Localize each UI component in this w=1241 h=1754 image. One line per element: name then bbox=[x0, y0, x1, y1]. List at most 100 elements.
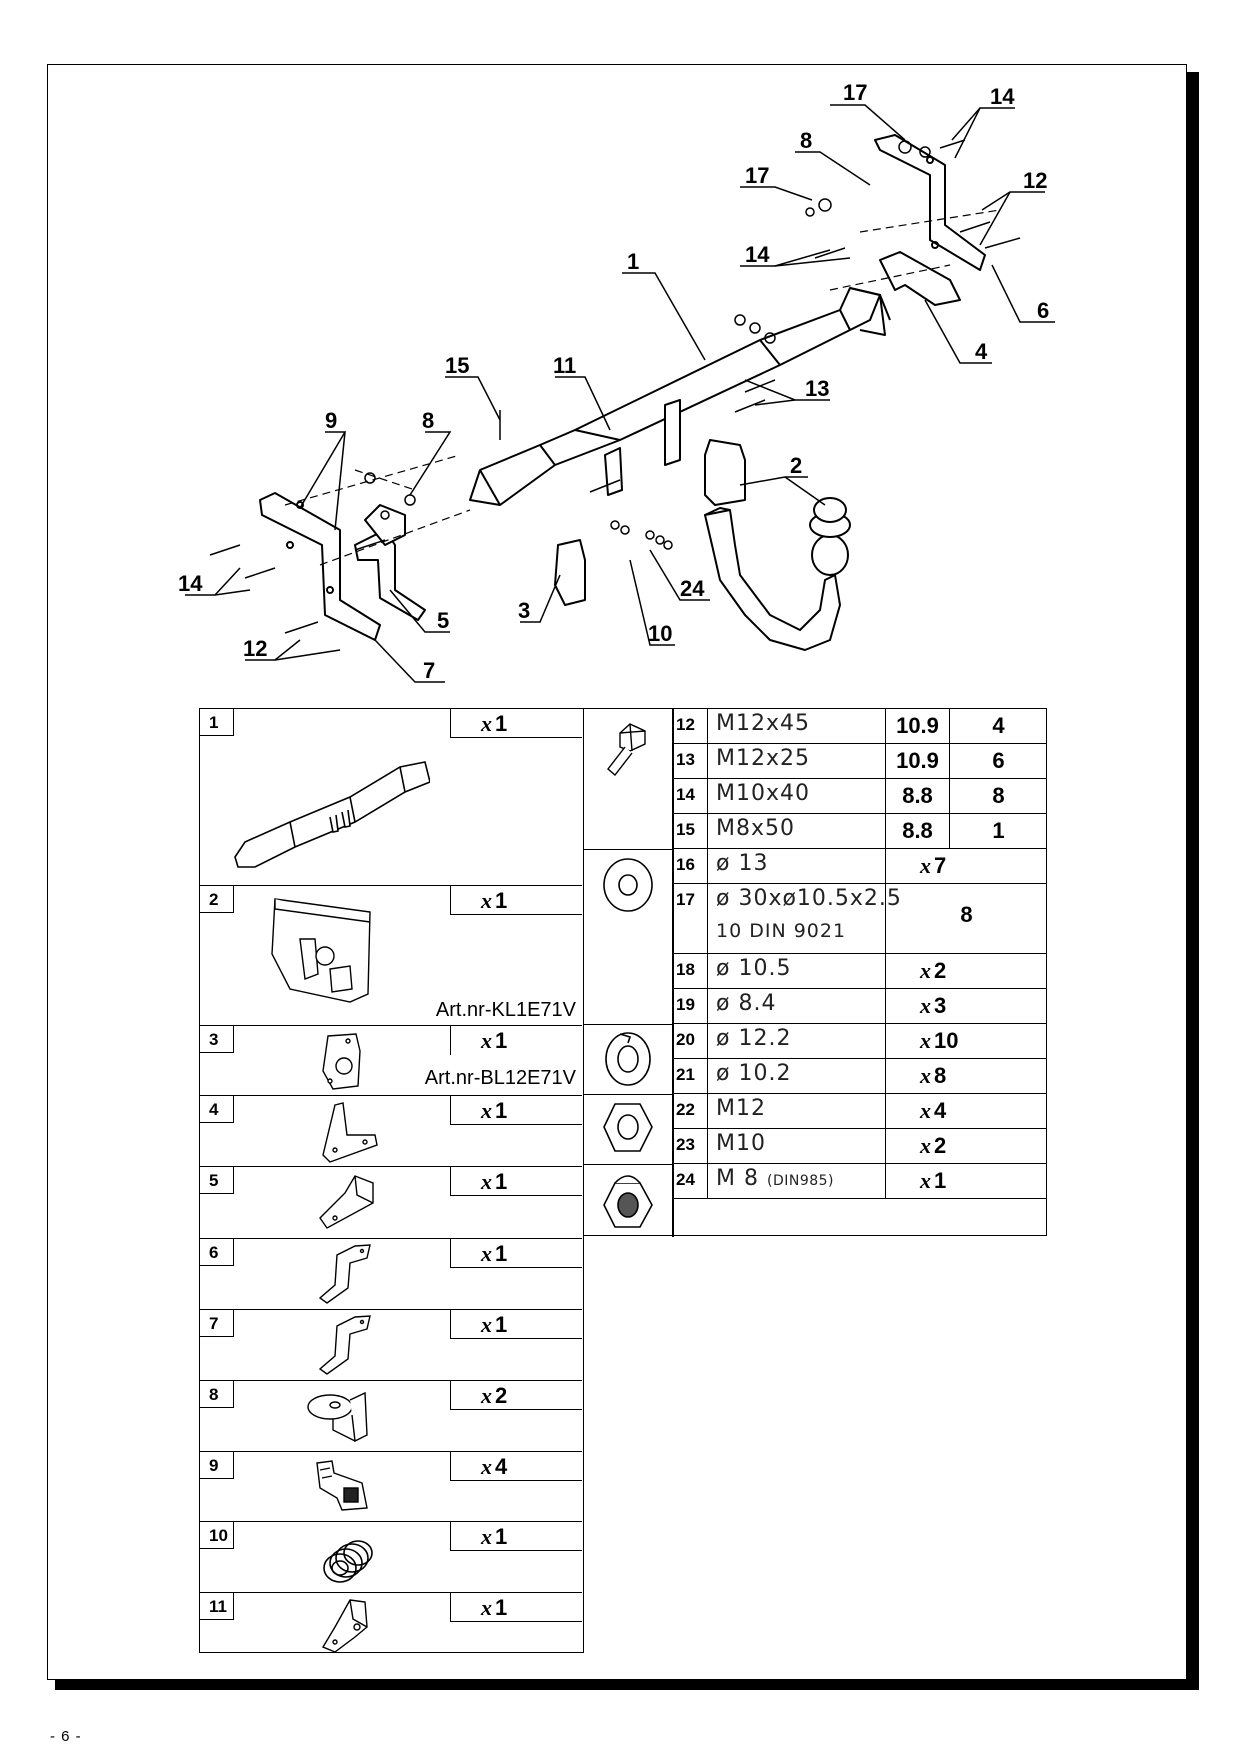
lock-nut-icon bbox=[603, 1175, 653, 1228]
callout-17-mid: 17 bbox=[745, 163, 769, 188]
hardware-number: 24 bbox=[672, 1164, 708, 1198]
hardware-number: 13 bbox=[672, 744, 708, 778]
callout-2: 2 bbox=[790, 453, 802, 478]
right-side-arms bbox=[874, 134, 986, 306]
hardware-table: 12 M12x45 10.9 4 13 M12x25 10.9 6 14 M10… bbox=[584, 708, 1047, 1237]
hardware-desc: M10 bbox=[716, 1131, 766, 1156]
part-number: 8 bbox=[200, 1381, 234, 1408]
hardware-desc: M8x50 bbox=[716, 816, 795, 841]
hardware-number: 21 bbox=[672, 1059, 708, 1093]
part-number: 4 bbox=[200, 1096, 234, 1123]
hardware-row: 14 M10x40 8.8 8 bbox=[672, 779, 1047, 814]
hardware-desc: ø 10.2 bbox=[716, 1061, 792, 1086]
hardware-grade: 8.8 bbox=[885, 814, 950, 848]
callout-4: 4 bbox=[975, 339, 988, 364]
part-number: 6 bbox=[200, 1239, 234, 1266]
callout-15: 15 bbox=[445, 353, 469, 378]
callout-5: 5 bbox=[437, 608, 449, 633]
callout-11: 11 bbox=[553, 353, 576, 378]
hardware-row: 15 M8x50 8.8 1 bbox=[672, 814, 1047, 849]
callout-14-top: 14 bbox=[990, 84, 1015, 109]
cage-nut-icon bbox=[316, 1460, 368, 1511]
article-number: Art.nr-BL12E71V bbox=[424, 1067, 576, 1089]
hardware-desc: ø 12.2 bbox=[716, 1026, 792, 1051]
callout-14-left: 14 bbox=[178, 571, 203, 596]
hardware-count: 1 bbox=[992, 818, 1005, 843]
part-number: 9 bbox=[200, 1452, 234, 1479]
callout-1: 1 bbox=[627, 249, 639, 274]
hardware-number: 20 bbox=[672, 1024, 708, 1058]
hardware-number: 16 bbox=[672, 849, 708, 883]
frame-shadow-bottom bbox=[55, 1680, 1199, 1690]
hardware-desc: M12x25 bbox=[716, 746, 810, 771]
page-number: - 6 - bbox=[50, 1728, 82, 1745]
hex-nut-icon bbox=[603, 1103, 653, 1152]
tow-ball-neck bbox=[704, 497, 851, 651]
hardware-desc: ø 8.4 bbox=[716, 991, 777, 1016]
hardware-grade: 10.9 bbox=[885, 709, 950, 743]
electrical-kit-icon bbox=[271, 898, 371, 1003]
hardware-desc-line2: 10 DIN 9021 bbox=[716, 920, 847, 942]
callout-3: 3 bbox=[518, 598, 530, 623]
hardware-row: 17 ø 30xø10.5x2.5 10 DIN 9021 8 bbox=[672, 884, 1047, 954]
side-arm-icon bbox=[318, 1315, 371, 1375]
plate-icon bbox=[321, 1599, 368, 1653]
spring-washer-icon bbox=[605, 1032, 651, 1086]
callout-13: 13 bbox=[805, 376, 829, 401]
callout-6: 6 bbox=[1037, 298, 1049, 323]
spring-icon bbox=[323, 1540, 373, 1583]
callout-14-mid: 14 bbox=[745, 242, 770, 267]
hardware-number: 18 bbox=[672, 954, 708, 988]
crossbar-icon bbox=[234, 761, 430, 868]
hardware-count: 8 bbox=[992, 783, 1005, 808]
part-number: 7 bbox=[200, 1310, 234, 1337]
hardware-desc: M12x45 bbox=[716, 711, 810, 736]
hardware-desc: ø 13 bbox=[716, 851, 769, 876]
article-number: Art.nr-KL1E71V bbox=[435, 999, 576, 1021]
bolt-icon bbox=[607, 723, 646, 777]
part-number: 5 bbox=[200, 1167, 234, 1194]
hardware-quantity: 8 bbox=[885, 884, 1047, 953]
hardware-desc: M12 bbox=[716, 1096, 766, 1121]
callout-12-left: 12 bbox=[243, 636, 267, 661]
crossbar-part bbox=[469, 287, 891, 506]
callout-7: 7 bbox=[423, 658, 435, 683]
left-side-arms bbox=[259, 492, 426, 641]
hardware-row: 13 M12x25 10.9 6 bbox=[672, 744, 1047, 779]
bracket-icon bbox=[322, 1102, 378, 1163]
hardware-number: 22 bbox=[672, 1094, 708, 1128]
hardware-number: 12 bbox=[672, 709, 708, 743]
diagram-fasteners bbox=[209, 139, 1021, 634]
hardware-number: 17 bbox=[672, 884, 708, 953]
part-number: 2 bbox=[200, 886, 234, 913]
hardware-row: 12 M12x45 10.9 4 bbox=[672, 709, 1047, 744]
part-number: 11 bbox=[200, 1593, 234, 1620]
side-arm-icon bbox=[318, 1244, 371, 1304]
callout-12-right: 12 bbox=[1023, 168, 1047, 193]
